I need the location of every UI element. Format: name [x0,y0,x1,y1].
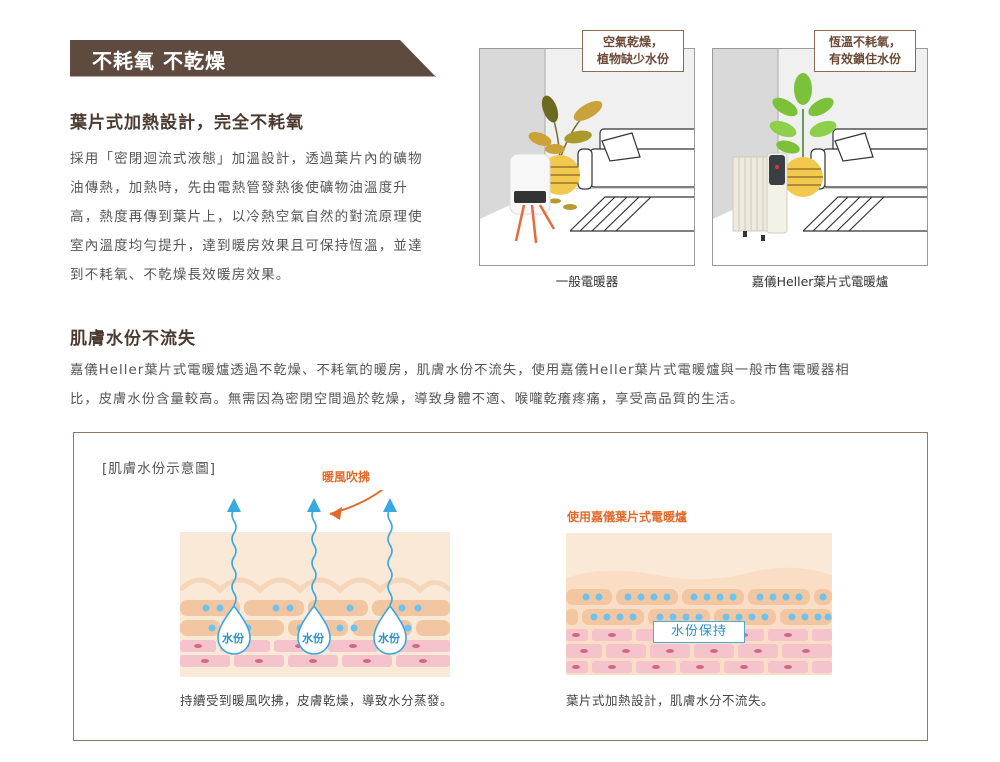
para-line: 到不耗氧、不乾燥長效暖房效果。 [70,267,291,283]
bubble-line: 有效鎖住水份 [828,52,901,66]
bubble-line: 恆溫不耗氧， [828,35,901,49]
warm-wind-label: 暖風吹拂 [322,470,371,484]
para-line: 比，皮膚水份含量較高。無需因為密閉空間過於乾燥，導致身體不適、喉嚨乾癢疼痛，享受… [70,392,745,407]
section2-paragraph: 嘉儀Heller葉片式電暖爐透過不乾燥、不耗氧的暖房，肌膚水份不流失，使用嘉儀H… [70,356,950,414]
room-scene-icon [713,49,927,265]
drop-label-water: 水份 [222,632,244,645]
drop-label-water: 水份 [378,632,400,645]
dry-skin-illustration-icon [180,490,450,677]
diagram-title: [肌膚水份示意圖] [102,461,217,477]
banner-title: 不耗氧 不乾燥 [92,49,226,73]
caption-heller-heater: 嘉儀Heller葉片式電暖爐 [751,274,889,289]
drop-label-water: 水份 [302,632,324,645]
para-line: 室內溫度均勻提升，達到暖房效果且可保持恆溫，並達 [70,238,423,254]
caption-regular-heater: 一般電暖器 [555,274,619,289]
heller-usage-label: 使用嘉儀葉片式電暖爐 [567,510,688,524]
para-line: 油傳熱，加熱時，先由電熱管發熱後使礦物油溫度升 [70,180,409,196]
room-illustration-heller-heater [712,48,928,266]
moisture-retained-badge: 水份保持 [653,621,745,643]
section1-heading: 葉片式加熱設計，完全不耗氧 [70,113,304,133]
bubble-line: 植物缺少水份 [596,52,669,66]
room-illustration-regular-heater [479,48,695,266]
left-diagram-caption: 持續受到暖風吹拂，皮膚乾燥，導致水分蒸發。 [180,693,454,708]
bubble-line: 空氣乾燥， [602,35,663,49]
speech-bubble-lock-moisture: 恆溫不耗氧， 有效鎖住水份 [814,30,916,72]
para-line: 採用「密閉迴流式液態」加溫設計，透過葉片內的礦物 [70,151,423,167]
right-diagram-caption: 葉片式加熱設計，肌膚水分不流失。 [566,693,775,708]
moist-skin-illustration-icon [566,533,832,675]
section1-paragraph: 採用「密閉迴流式液態」加溫設計，透過葉片內的礦物 油傳熱，加熱時，先由電熱管發熱… [70,145,470,290]
para-line: 嘉儀Heller葉片式電暖爐透過不乾燥、不耗氧的暖房，肌膚水份不流失，使用嘉儀H… [70,363,850,378]
skin-moisture-diagram [73,432,928,741]
banner-shape-icon [70,40,436,77]
room-scene-icon [480,49,694,265]
section-banner: 不耗氧 不乾燥 [70,40,436,77]
section2-heading: 肌膚水份不流失 [70,329,196,349]
speech-bubble-dry-air: 空氣乾燥， 植物缺少水份 [582,30,684,72]
para-line: 高，熱度再傳到葉片上，以冷熱空氣自然的對流原理使 [70,209,423,225]
